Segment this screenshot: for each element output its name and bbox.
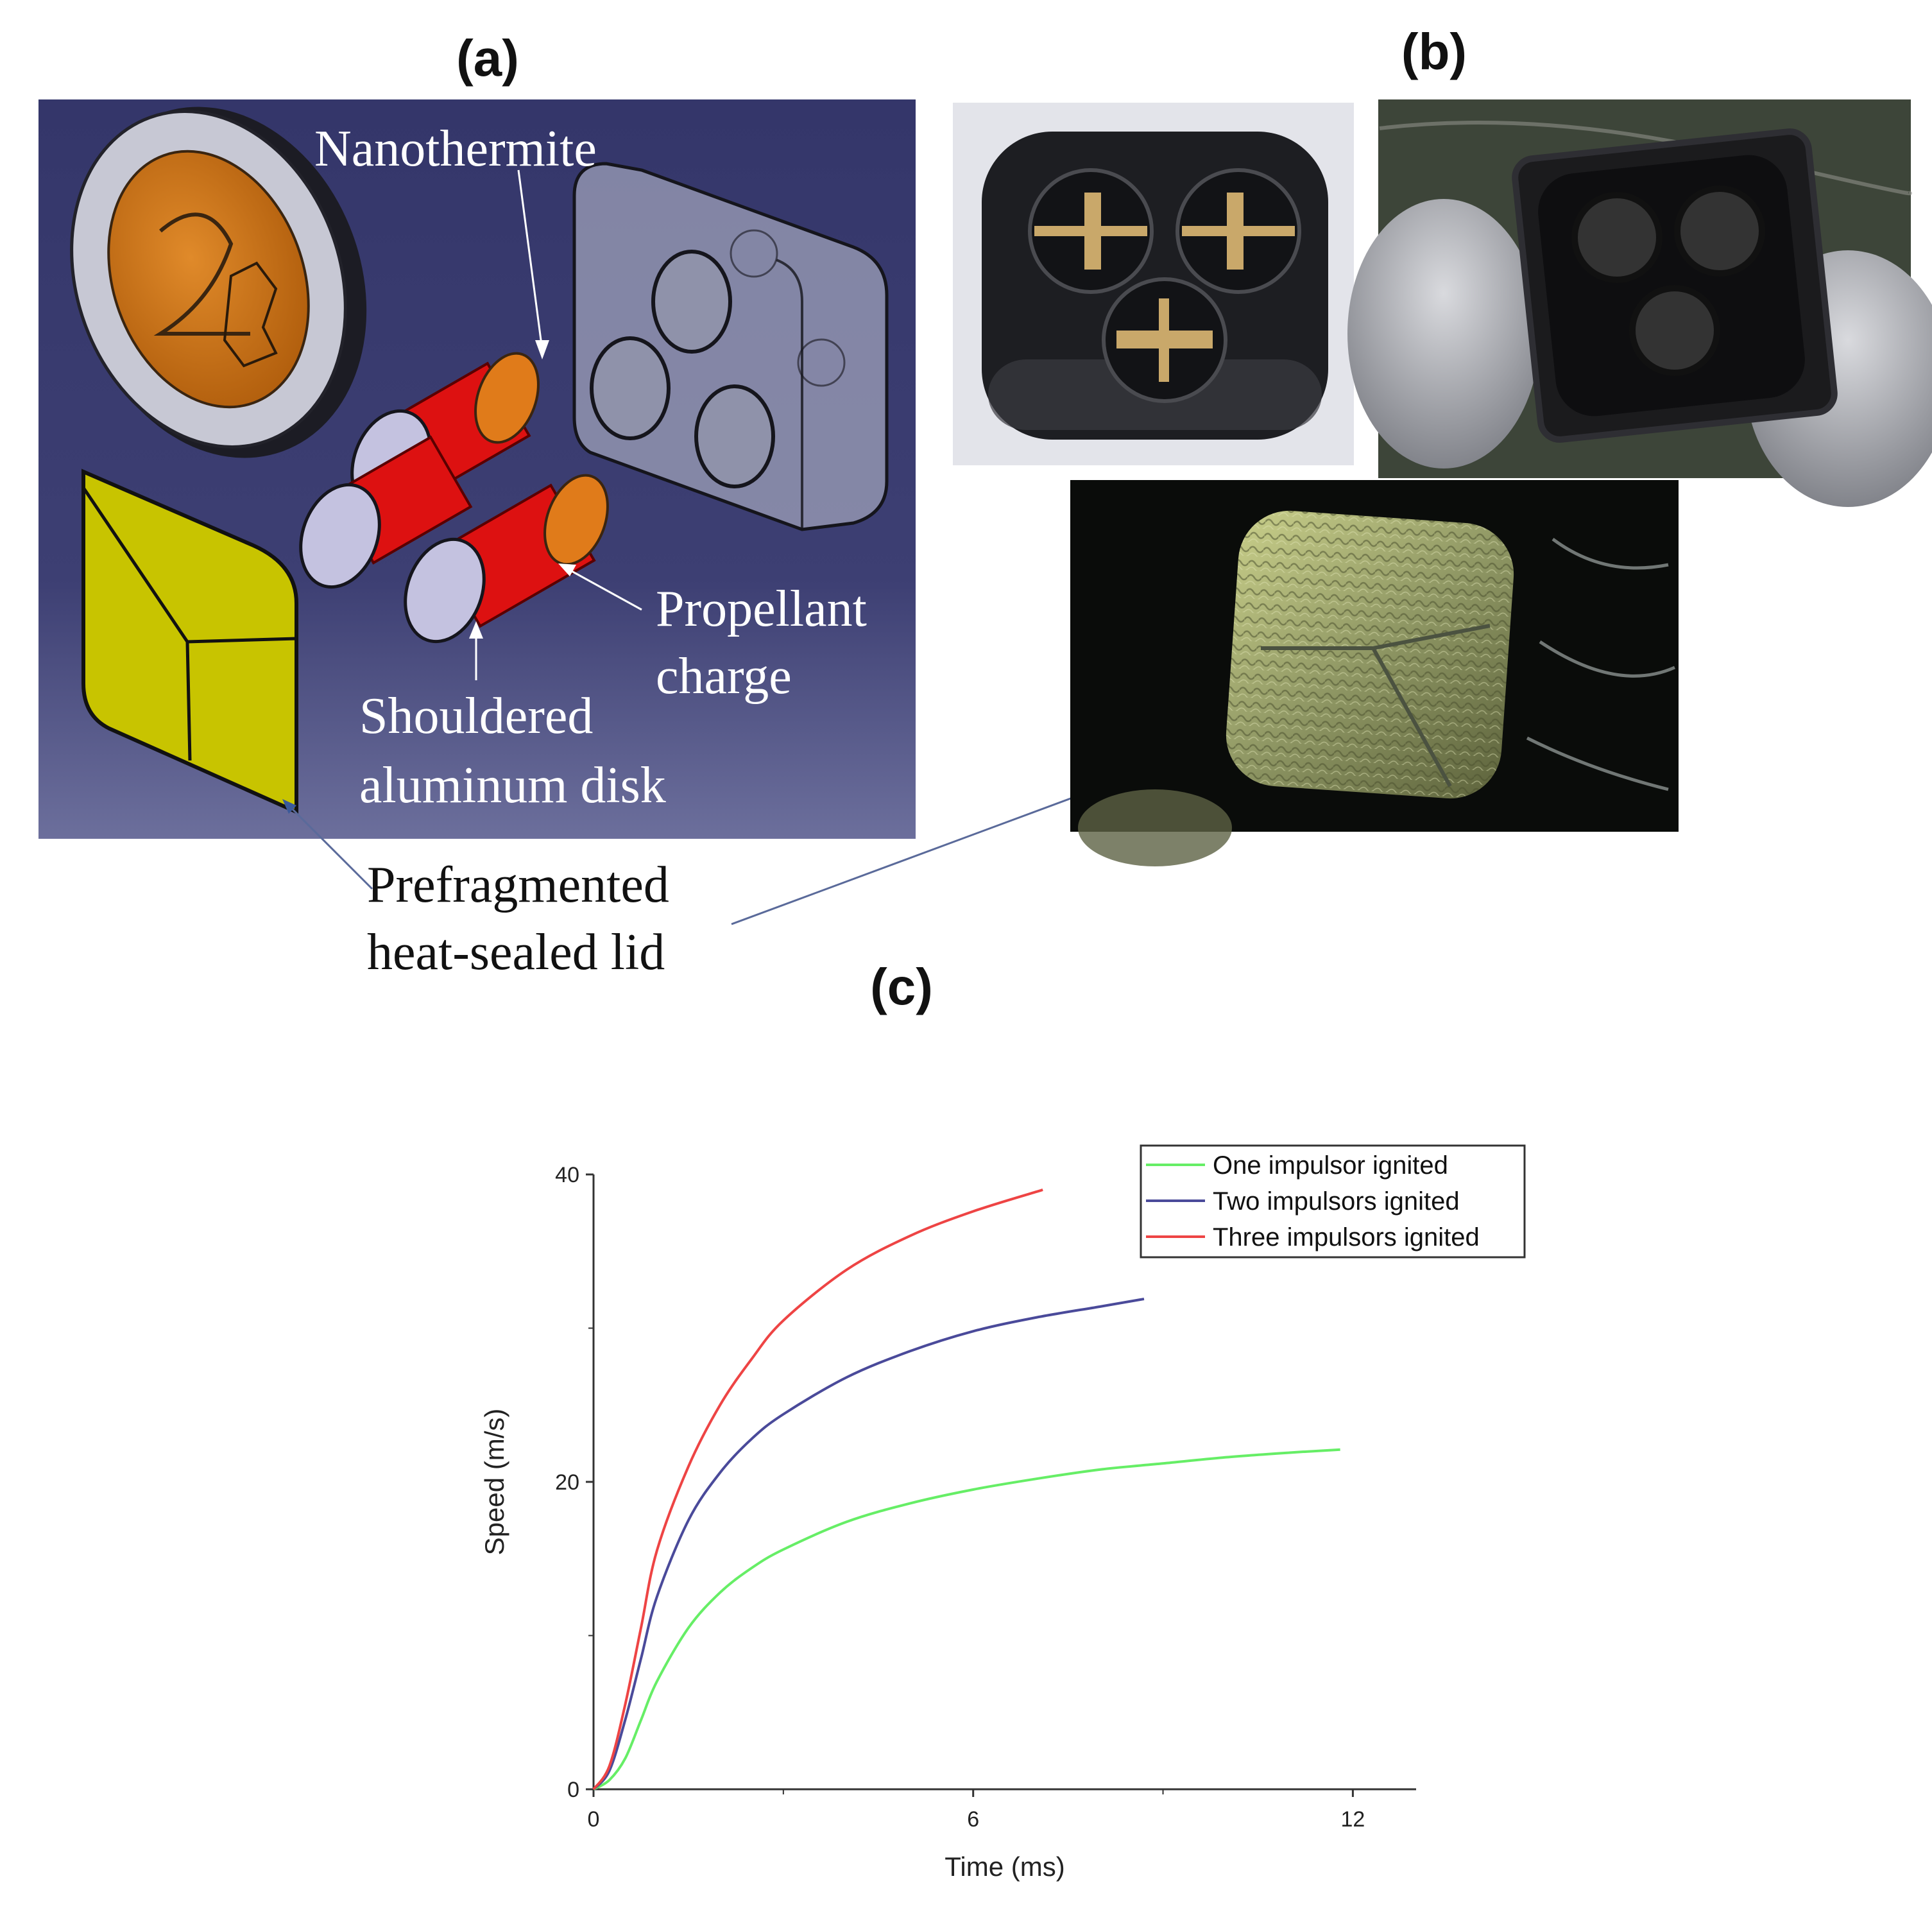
legend-label: Three impulsors ignited xyxy=(1213,1223,1480,1251)
series-line-3 xyxy=(592,1189,1043,1791)
bridge-cell-2 xyxy=(1175,168,1301,294)
panel-c-label: (c) xyxy=(870,958,933,1015)
speed-chart: 0 6 12 0 20 40 Time (ms) Speed (m/s) One imp… xyxy=(479,1144,1526,1882)
x-axis-title: Time (ms) xyxy=(945,1852,1064,1882)
lid-callout: Prefragmented heat-sealed lid xyxy=(282,719,1280,981)
series-line-2 xyxy=(592,1298,1145,1791)
y-axis-title: Speed (m/s) xyxy=(479,1409,509,1556)
label-lid-line2: heat-sealed lid xyxy=(367,924,665,981)
x-tick-label: 6 xyxy=(967,1807,979,1832)
label-propellant-line1: Propellant xyxy=(656,581,867,637)
label-nanothermite: Nanothermite xyxy=(314,121,597,177)
photo-housing-bridges xyxy=(953,103,1354,465)
y-tick-label: 0 xyxy=(567,1778,579,1802)
legend-label: One impulsor ignited xyxy=(1213,1151,1448,1180)
label-shouldered-line1: Shouldered xyxy=(359,688,593,744)
panel-b-label: (b) xyxy=(1401,23,1467,80)
legend-label: Two impulsors ignited xyxy=(1213,1187,1460,1216)
label-shouldered-line2: aluminum disk xyxy=(359,757,666,814)
coin-icon xyxy=(70,107,367,458)
impulsor-left xyxy=(299,435,473,589)
yellow-lid xyxy=(81,468,298,815)
y-ticks: 0 20 40 xyxy=(555,1163,594,1802)
panel-a-label: (a) xyxy=(456,30,519,87)
label-propellant-line2: charge xyxy=(656,648,792,705)
series-lines xyxy=(592,1189,1340,1791)
callout-arrows xyxy=(469,169,642,680)
panel-a-cad: Nanothermite Propellant charge Shouldere… xyxy=(38,99,916,839)
bridge-cell-1 xyxy=(1028,168,1154,294)
housing-block xyxy=(572,162,889,531)
bridge-cell-3 xyxy=(1102,277,1227,403)
x-ticks: 0 6 12 xyxy=(588,1789,1365,1832)
y-tick-label: 20 xyxy=(555,1470,579,1495)
series-line-1 xyxy=(592,1448,1340,1791)
photo-hand-holding-housing xyxy=(1347,99,1932,507)
x-tick-label: 12 xyxy=(1340,1807,1365,1832)
label-lid-line1: Prefragmented xyxy=(367,857,669,913)
photo-sealed-lid xyxy=(1070,480,1679,866)
impulsor-bottom xyxy=(404,474,609,644)
x-tick-label: 0 xyxy=(588,1807,600,1832)
y-tick-label: 40 xyxy=(555,1163,579,1187)
